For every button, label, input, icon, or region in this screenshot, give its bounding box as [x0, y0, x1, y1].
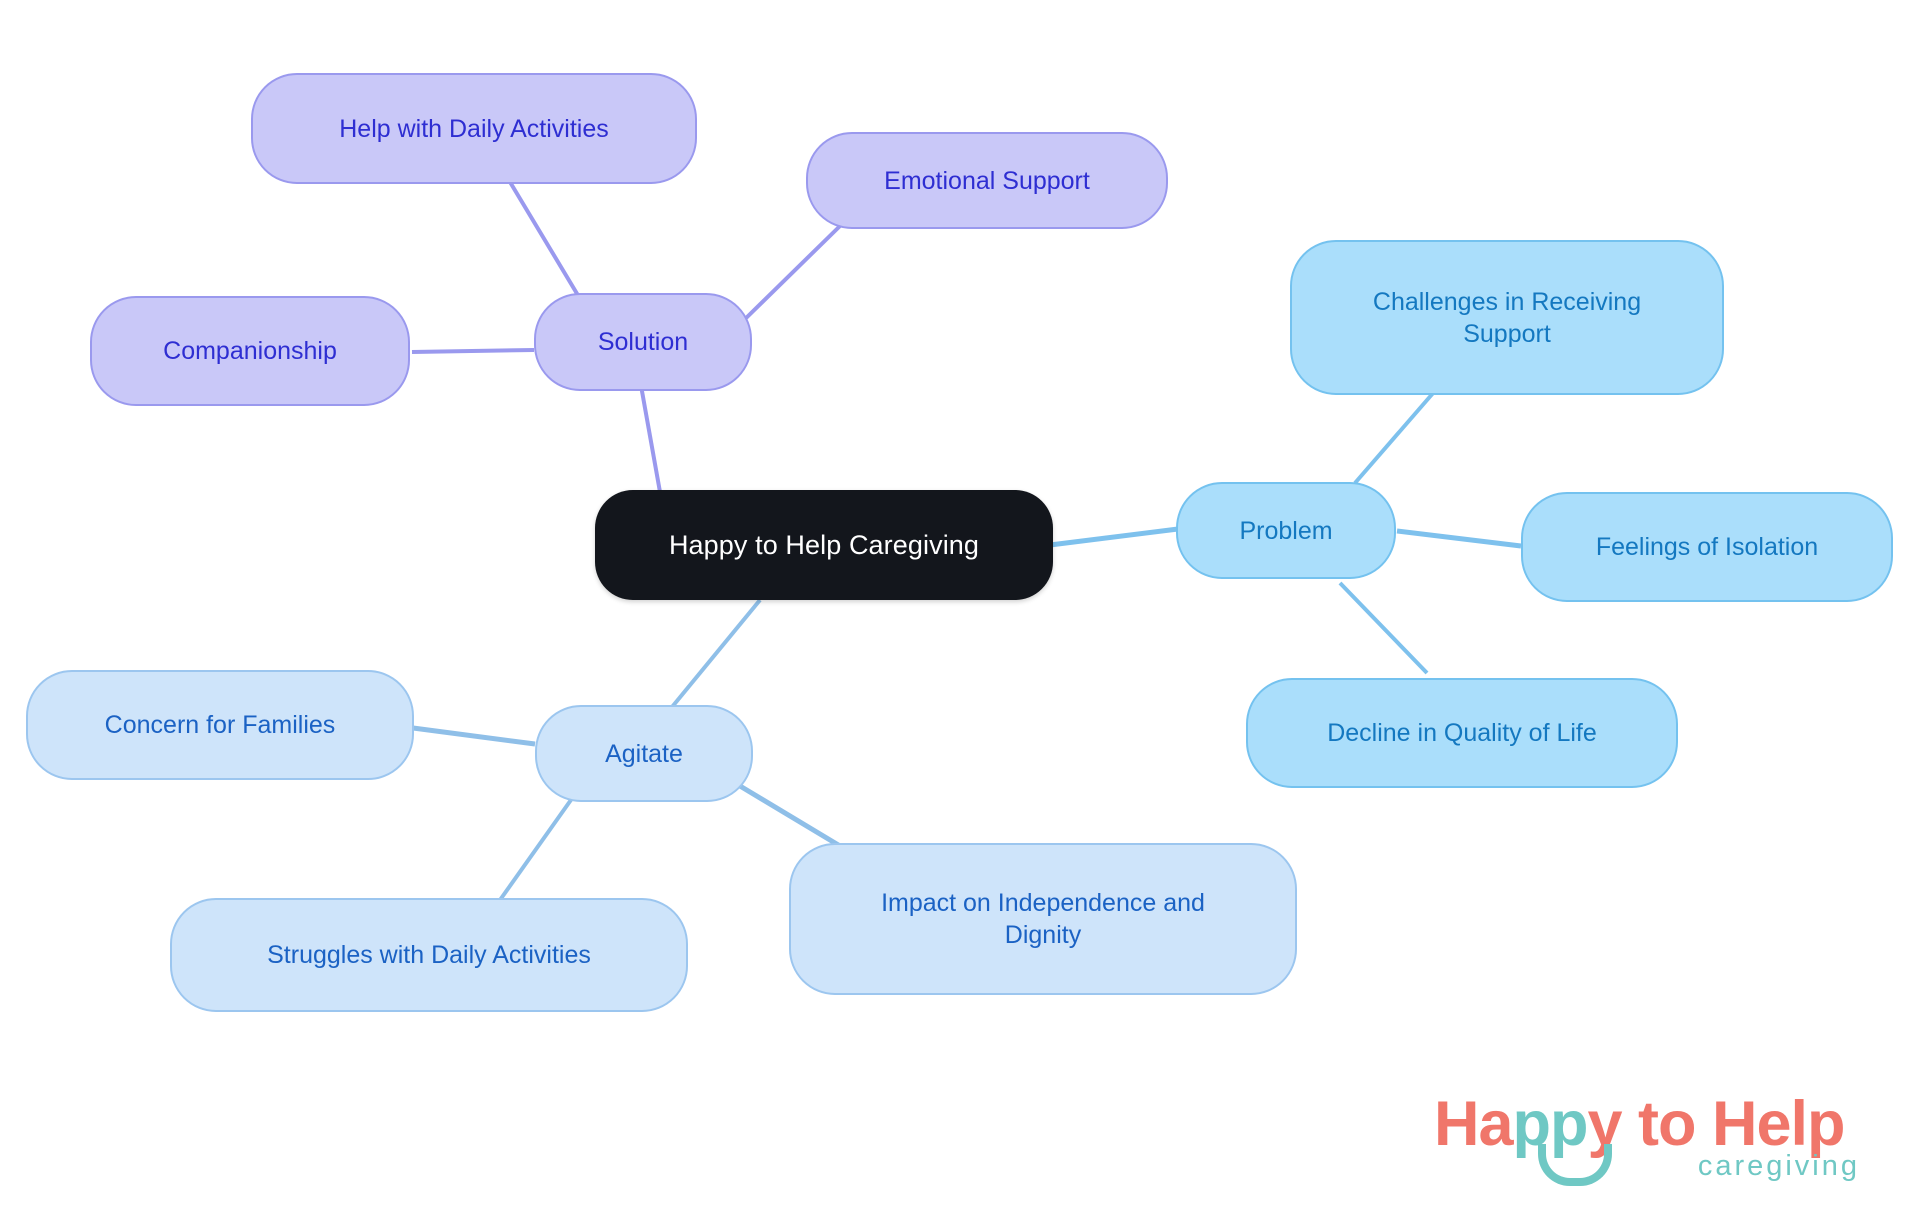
- node-decline-in-quality-of-life[interactable]: Decline in Quality of Life: [1246, 678, 1678, 788]
- edge-solution-companionship: [411, 348, 535, 354]
- edge-problem-challenges: [1353, 390, 1436, 485]
- logo-wordmark: Happy to Help: [1434, 1088, 1846, 1160]
- edge-root-problem: [1049, 526, 1179, 548]
- node-solution[interactable]: Solution: [534, 293, 752, 391]
- node-problem[interactable]: Problem: [1176, 482, 1396, 579]
- edge-problem-feelings-of-isolation: [1396, 528, 1522, 549]
- edge-root-solution: [638, 379, 662, 493]
- smile-arc-icon: [1538, 1144, 1612, 1186]
- edge-solution-emotional-support: [740, 224, 842, 324]
- node-companionship[interactable]: Companionship: [90, 296, 410, 406]
- edge-root-agitate: [670, 598, 762, 709]
- node-agitate[interactable]: Agitate: [535, 705, 753, 802]
- edge-problem-decline-quality: [1338, 581, 1429, 675]
- node-struggles-with-daily-activities[interactable]: Struggles with Daily Activities: [170, 898, 688, 1012]
- node-concern-for-families[interactable]: Concern for Families: [26, 670, 414, 780]
- logo-subtitle: caregiving: [1697, 1150, 1860, 1182]
- edge-agitate-concern-families: [412, 725, 536, 747]
- node-impact-on-independence-and-dignity[interactable]: Impact on Independence and Dignity: [789, 843, 1297, 995]
- logo-word-part1: Ha: [1434, 1089, 1514, 1159]
- node-emotional-support[interactable]: Emotional Support: [806, 132, 1168, 229]
- node-help-with-daily-activities[interactable]: Help with Daily Activities: [251, 73, 697, 184]
- logo-word-part3: y to Help: [1587, 1089, 1846, 1159]
- edge-agitate-impact-dignity: [738, 783, 842, 849]
- edge-agitate-struggles-daily: [498, 788, 580, 902]
- node-challenges-in-receiving-support[interactable]: Challenges in Receiving Support: [1290, 240, 1724, 395]
- node-root[interactable]: Happy to Help Caregiving: [595, 490, 1053, 600]
- node-feelings-of-isolation[interactable]: Feelings of Isolation: [1521, 492, 1893, 602]
- happy-to-help-logo: Happy to Help caregiving: [1434, 1088, 1864, 1200]
